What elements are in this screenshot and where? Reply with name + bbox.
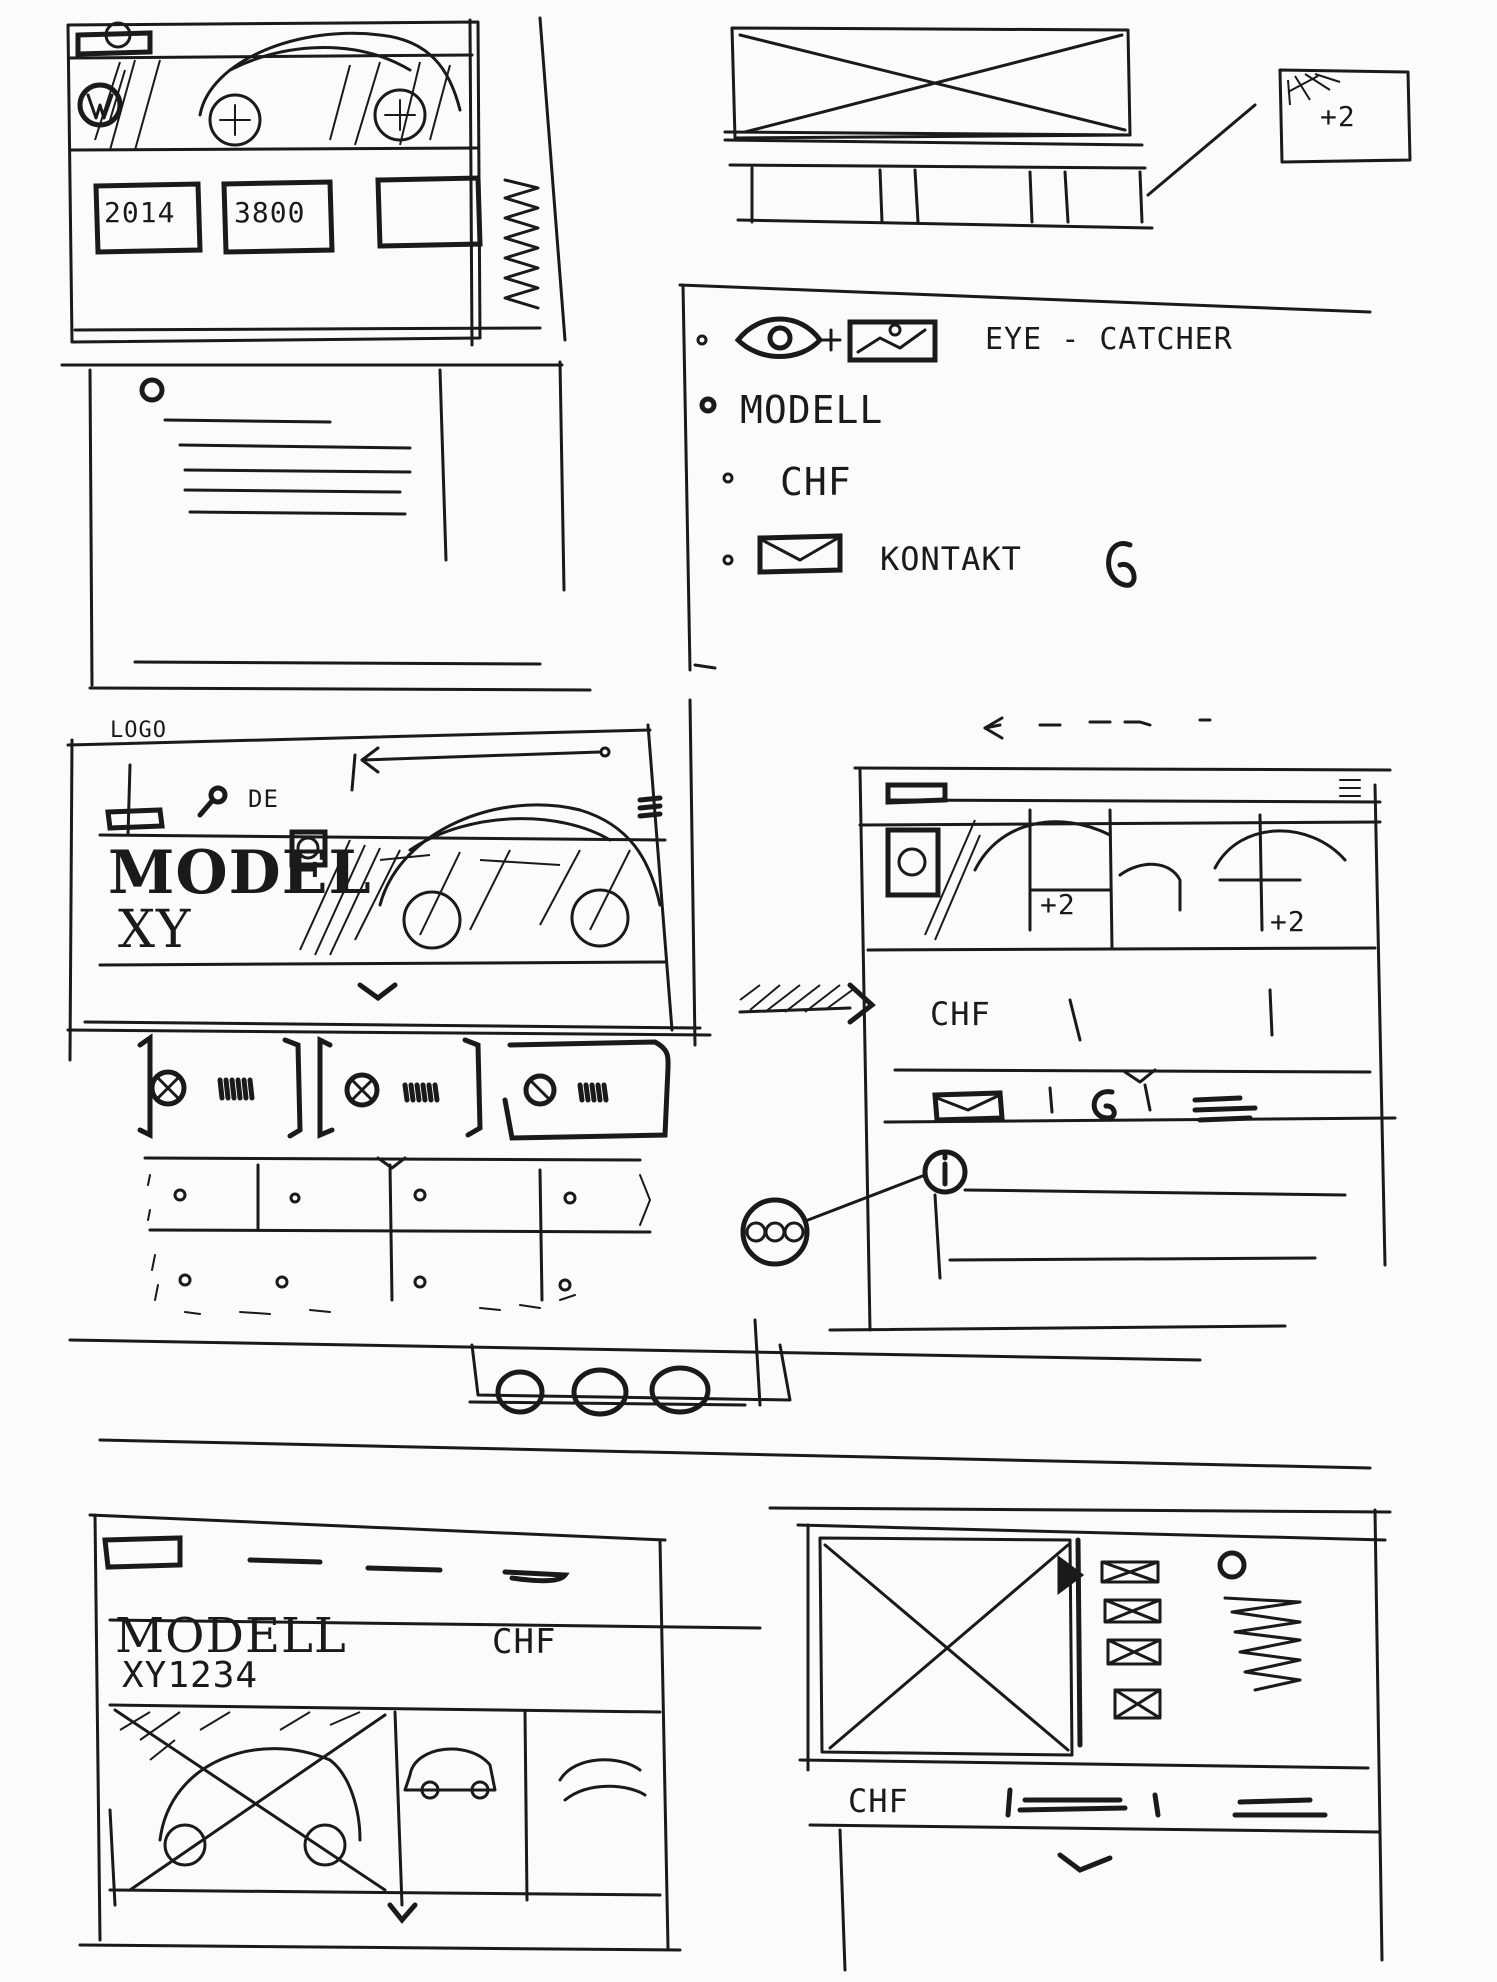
sketch1-top-tab — [75, 21, 153, 57]
sketch4-tab — [885, 782, 948, 805]
sketch1-side-scribble — [503, 178, 540, 310]
gallery-more-thumb[interactable] — [1146, 68, 1412, 197]
sketch1-hero-hatch — [94, 59, 451, 151]
stat-value: 3800 — [234, 196, 306, 229]
pagination-dots-callout[interactable] — [740, 1173, 927, 1267]
sketch6-price: CHF — [848, 1782, 909, 1820]
sketch4-action-bar — [932, 1083, 1258, 1123]
sketch3-spec-grid — [143, 1156, 652, 1315]
image-icon — [847, 319, 938, 363]
sketch1-stat-value — [221, 179, 335, 255]
hero-headline-line1: MODEL — [108, 838, 372, 908]
menu-item-modell[interactable]: MODELL — [740, 388, 884, 432]
language-switch[interactable]: DE — [248, 785, 279, 813]
sketch1-stat-empty — [375, 175, 483, 249]
menu-item-kontakt[interactable]: KONTAKT — [880, 540, 1022, 578]
sketch6-main-image — [818, 1536, 1085, 1757]
sketch1-text-panel — [60, 360, 592, 692]
sketch5-hero — [113, 1708, 647, 1892]
gallery-more-1: +2 — [1040, 888, 1076, 921]
menu-item-chf[interactable]: CHF — [780, 460, 852, 504]
sketch5-frame — [78, 1513, 762, 1952]
gallery-thumbnails — [728, 163, 1154, 230]
sketch4-price: CHF — [930, 995, 991, 1033]
sketch1-frame — [66, 16, 567, 347]
phone-icon — [1106, 541, 1137, 588]
sketch3-logo-box — [105, 807, 165, 831]
scroll-down-chevron[interactable] — [357, 982, 398, 1002]
listing-headline-line1: MODELL — [115, 1608, 347, 1664]
carousel-pager[interactable] — [468, 1318, 792, 1417]
sketch3-frame — [66, 698, 702, 1062]
sketch6-info-panel — [1217, 1550, 1302, 1692]
menu-bullets — [696, 334, 734, 566]
sketch5-nav — [102, 1535, 570, 1584]
listing-headline-line2: XY1234 — [122, 1655, 259, 1696]
stat-year: 2014 — [104, 196, 176, 229]
sketch4-frame — [828, 716, 1397, 1332]
gallery-main-image — [723, 26, 1144, 147]
section-separators — [68, 1338, 1372, 1470]
sketch6-price-row — [1005, 1787, 1328, 1818]
eye-icon — [734, 316, 842, 359]
sketch6-scroll-chevron[interactable] — [1057, 1852, 1113, 1873]
search-icon[interactable] — [197, 785, 228, 818]
sketch1-stat-year — [93, 181, 203, 255]
sketch4-price-row — [1068, 988, 1274, 1084]
menu-frame — [678, 283, 1372, 672]
vw-logo-small — [289, 829, 328, 868]
car-illustration — [198, 31, 462, 147]
sketch3-nav-arrow — [360, 746, 663, 819]
thumb-more-count: +2 — [1320, 100, 1356, 133]
sketch4-gallery — [973, 808, 1347, 950]
hero-headline-line2: XY — [118, 900, 192, 960]
envelope-icon — [757, 533, 843, 575]
menu-item-eye-catcher[interactable]: EYE - CATCHER — [985, 322, 1233, 357]
sketch6-frame — [768, 1506, 1392, 1972]
logo-note: LOGO — [110, 718, 167, 743]
info-icon[interactable] — [922, 1149, 1347, 1280]
sketch3-feature-cards — [66, 1028, 712, 1141]
gallery-more-2: +2 — [1270, 905, 1306, 938]
sketch4-vw-badge — [885, 819, 981, 941]
sketch6-thumb-strip[interactable] — [1100, 1560, 1162, 1720]
car-illustration-large — [378, 803, 662, 950]
vw-logo-badge — [77, 82, 123, 128]
listing-price: CHF — [492, 1622, 557, 1662]
transition-arrow — [738, 982, 876, 1025]
sketch5-scroll-chevron[interactable] — [387, 1902, 418, 1924]
